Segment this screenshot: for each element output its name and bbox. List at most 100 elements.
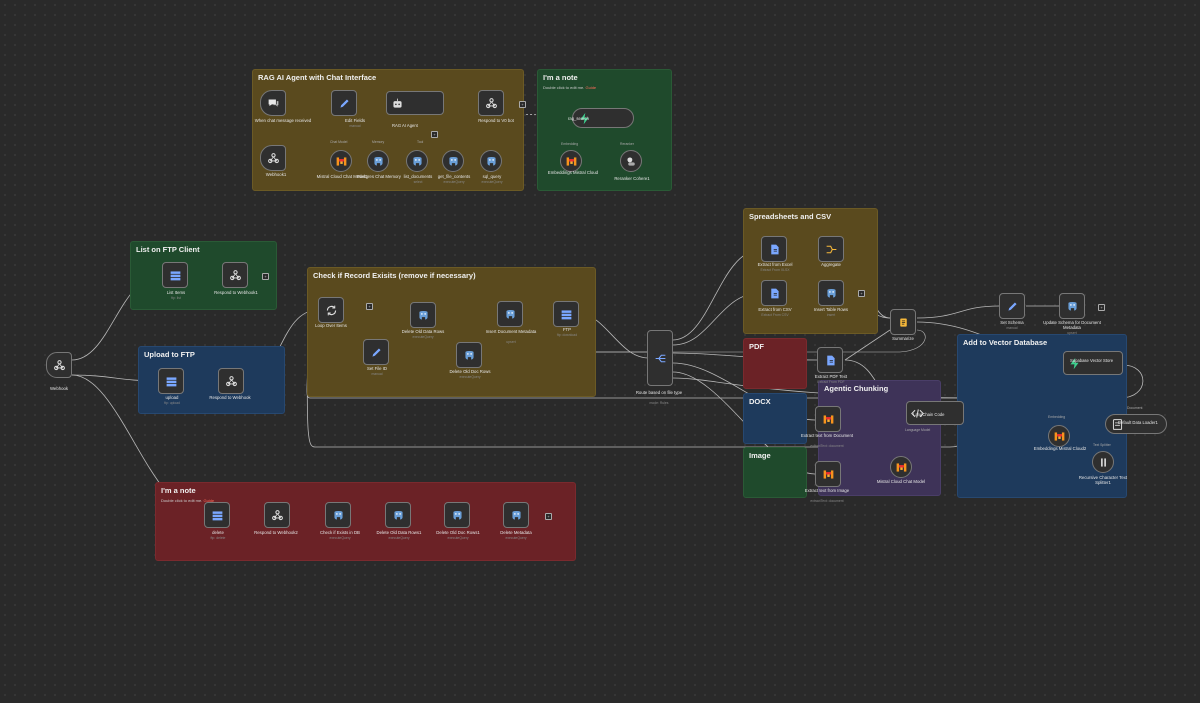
node-subtitle: ftp: download	[556, 333, 578, 337]
node-respond-wh2[interactable]	[264, 502, 290, 528]
node-label: Recursive Character Text Splitter1	[1078, 475, 1128, 485]
node-extract-pdf[interactable]	[817, 347, 843, 373]
node-delete-old-data[interactable]	[410, 302, 436, 328]
add-node-button[interactable]: +	[519, 101, 526, 108]
add-node-button[interactable]: +	[431, 131, 438, 138]
node-label: Respond to Webhook	[209, 395, 251, 400]
node-rag-agent[interactable]	[386, 91, 444, 115]
webhook-icon	[485, 97, 498, 110]
node-respond-wh1[interactable]	[222, 262, 248, 288]
add-node-button[interactable]: +	[858, 290, 865, 297]
node-ftp[interactable]	[553, 301, 579, 327]
node-switch[interactable]	[647, 330, 673, 386]
postgres-icon	[510, 509, 523, 522]
sticky-subtitle-text: Double click to edit me.	[543, 85, 586, 90]
node-label: Edit Fields	[344, 118, 366, 123]
node-aggregate[interactable]	[818, 236, 844, 262]
node-delete-old-doc[interactable]	[456, 342, 482, 368]
node-label: Webhook1	[265, 172, 287, 177]
node-edit-fields[interactable]	[331, 90, 357, 116]
sticky-title: List on FTP Client	[136, 245, 200, 254]
sticky-docx[interactable]: DOCX	[743, 393, 807, 444]
node-respond-v0[interactable]	[478, 90, 504, 116]
sticky-spreadsheets[interactable]: Spreadsheets and CSV	[743, 208, 878, 334]
sticky-agentic-chunking[interactable]: Agentic Chunking	[818, 380, 941, 496]
postgres-icon	[1066, 300, 1079, 313]
node-get-file-contents[interactable]	[442, 150, 464, 172]
node-subtitle: executeQuery	[329, 536, 351, 540]
add-node-button[interactable]: +	[545, 513, 552, 520]
node-subtitle: extractText: document	[810, 444, 844, 448]
node-label: LangChain Code	[913, 412, 945, 417]
node-update-schema[interactable]	[1059, 293, 1085, 319]
mistral-icon	[1053, 430, 1066, 443]
robot-icon	[391, 97, 404, 110]
node-delete-meta[interactable]	[503, 502, 529, 528]
node-postgres-memory[interactable]	[367, 150, 389, 172]
sticky-subtitle: Double click to edit me. Guide	[543, 85, 666, 90]
node-subtitle: ftp: list	[171, 296, 181, 300]
node-chat-trigger[interactable]	[260, 90, 286, 116]
ftp-icon	[169, 269, 182, 282]
sticky-subtitle: Double click to edit me. Guide	[161, 498, 570, 503]
node-extract-csv[interactable]	[761, 280, 787, 306]
node-sql-query[interactable]	[480, 150, 502, 172]
node-langchain[interactable]	[906, 401, 964, 425]
ftp-icon	[165, 375, 178, 388]
add-node-button[interactable]: +	[1098, 304, 1105, 311]
node-insert-table[interactable]	[818, 280, 844, 306]
guide-link[interactable]: Guide	[585, 85, 597, 90]
node-check-exists[interactable]	[325, 502, 351, 528]
postgres-icon	[332, 509, 345, 522]
node-default-loader[interactable]	[1105, 414, 1167, 434]
node-supabase-store[interactable]	[1063, 351, 1123, 375]
node-webhook[interactable]	[46, 352, 72, 378]
node-set-schema[interactable]	[999, 293, 1025, 319]
node-subtitle: ftp: delete	[210, 536, 226, 540]
node-webhook1[interactable]	[260, 145, 286, 171]
postgres-icon	[504, 308, 517, 321]
sticky-pdf[interactable]: PDF	[743, 338, 807, 389]
sticky-ftp-list[interactable]: List on FTP Client	[130, 241, 277, 310]
node-list-documents[interactable]	[406, 150, 428, 172]
node-extract-excel[interactable]	[761, 236, 787, 262]
node-list-items[interactable]	[162, 262, 188, 288]
node-label: Delete Old Doc Rows	[449, 369, 491, 374]
node-mistral-chat[interactable]	[890, 456, 912, 478]
node-emb-mistral[interactable]	[560, 150, 582, 172]
node-reranker[interactable]	[620, 150, 642, 172]
sticky-note-top[interactable]: I'm a note Double click to edit me. Guid…	[537, 69, 672, 191]
node-label: get_file_contents	[437, 174, 471, 179]
add-node-button[interactable]: +	[262, 273, 269, 280]
node-delete-old-data1[interactable]	[385, 502, 411, 528]
pencil-icon	[1006, 300, 1019, 313]
node-summarize[interactable]	[890, 309, 916, 335]
node-subtitle: insert	[826, 313, 836, 317]
sticky-check-record[interactable]: Check if Record Exisits (remove if neces…	[307, 267, 596, 397]
add-node-button[interactable]: +	[366, 303, 373, 310]
node-recursive-splitter[interactable]	[1092, 451, 1114, 473]
node-delete-ftp[interactable]	[204, 502, 230, 528]
port-label: Chat Model	[330, 140, 348, 144]
loop-icon	[325, 304, 338, 317]
node-mistral-chat1[interactable]	[330, 150, 352, 172]
sticky-title: RAG AI Agent with Chat Interface	[258, 73, 377, 82]
node-label: Delete Old Data Rows1	[376, 530, 422, 535]
guide-link[interactable]: Guide	[203, 498, 215, 503]
node-delete-old-doc1[interactable]	[444, 502, 470, 528]
node-loop[interactable]	[318, 297, 344, 323]
node-subtitle: executeQuery	[388, 536, 410, 540]
node-upload[interactable]	[158, 368, 184, 394]
node-rag-search[interactable]	[572, 108, 634, 128]
node-extract-doc[interactable]	[815, 406, 841, 432]
node-insert-meta[interactable]	[497, 301, 523, 327]
sticky-image[interactable]: Image	[743, 447, 807, 498]
sticky-rag-agent[interactable]: RAG AI Agent with Chat Interface	[252, 69, 524, 191]
node-label: Update Schema for Document Metadata	[1043, 320, 1101, 330]
mistral-icon	[565, 155, 578, 168]
node-set-file-id[interactable]	[363, 339, 389, 365]
node-respond-wh[interactable]	[218, 368, 244, 394]
node-emb-mistral2[interactable]	[1048, 425, 1070, 447]
node-extract-img[interactable]	[815, 461, 841, 487]
